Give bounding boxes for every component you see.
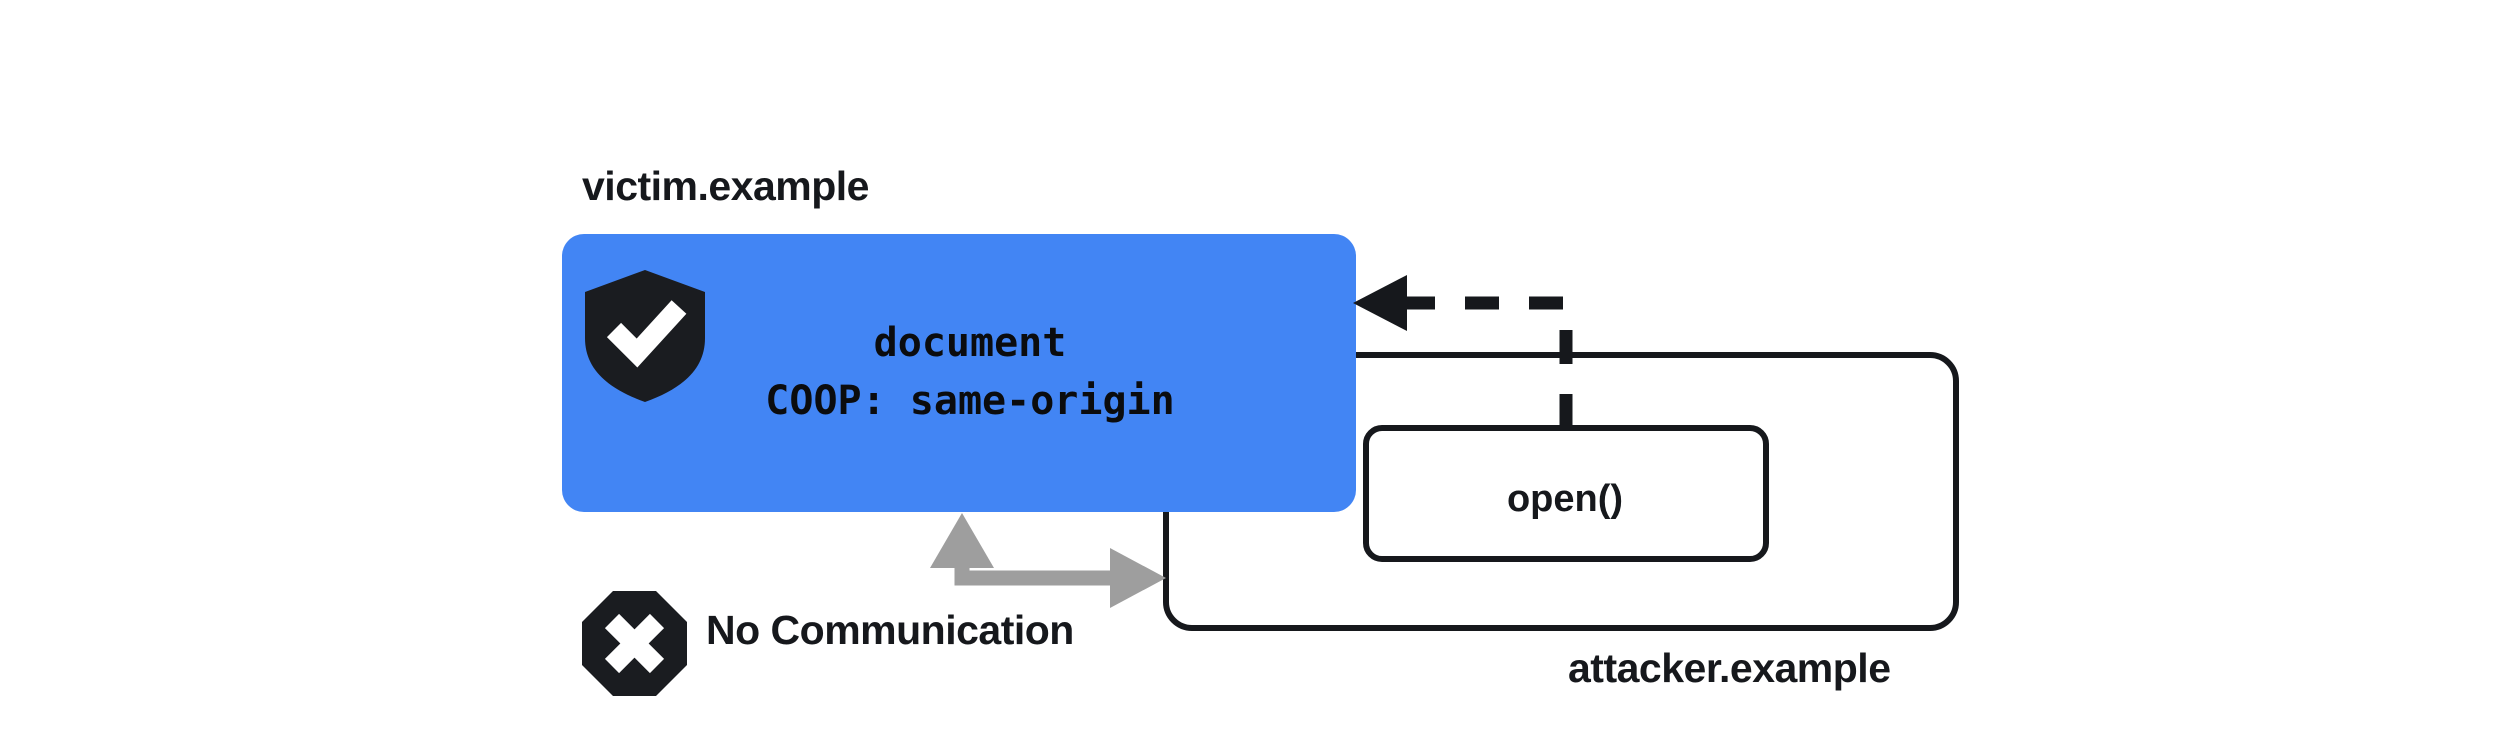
no-communication-arrowhead-up (930, 513, 994, 568)
attacker-origin-label: attacker.example (1568, 645, 1891, 691)
victim-document-text: document (873, 320, 1067, 366)
victim-document-box (562, 234, 1356, 512)
dashed-arrowhead (1353, 275, 1407, 331)
no-communication-arrowhead-right (1110, 548, 1166, 608)
no-communication-label: No Communication (706, 607, 1074, 653)
octagon-x-icon (582, 591, 687, 696)
victim-origin-label: victim.example (582, 163, 870, 209)
open-dashed-arrow (1353, 275, 1573, 428)
no-communication-arrow (930, 513, 1166, 608)
victim-coop-header-text: COOP: same-origin (765, 378, 1175, 424)
shield-check-icon (585, 270, 705, 402)
open-call-label: open() (1506, 478, 1624, 520)
